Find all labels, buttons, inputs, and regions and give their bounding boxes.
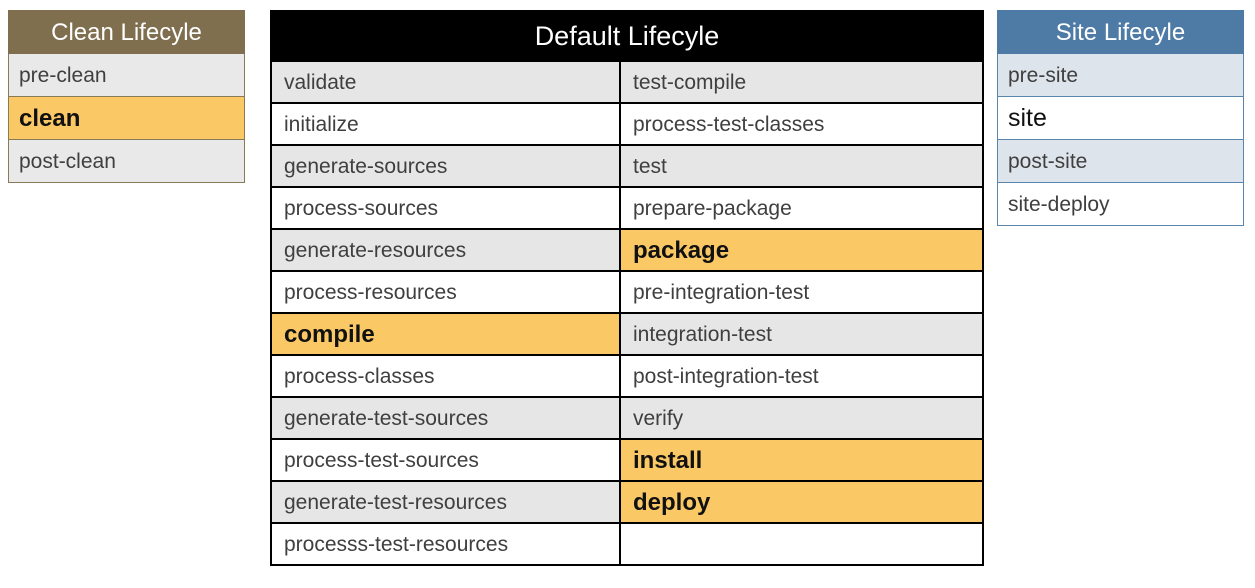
default-phase-process-resources[interactable]: process-resources (272, 270, 621, 312)
default-phase-generate-test-resources[interactable]: generate-test-resources (272, 480, 621, 522)
clean-lifecycle-title: Clean Lifecyle (8, 10, 245, 54)
default-phase-processs-test-resources[interactable]: processs-test-resources (272, 522, 621, 564)
default-phase-prepare-package[interactable]: prepare-package (621, 186, 982, 228)
default-phase-process-classes[interactable]: process-classes (272, 354, 621, 396)
clean-phase-pre-clean[interactable]: pre-clean (8, 54, 245, 97)
default-phase-compile[interactable]: compile (272, 312, 621, 354)
default-phase-process-test-classes[interactable]: process-test-classes (621, 102, 982, 144)
default-phase-generate-test-sources[interactable]: generate-test-sources (272, 396, 621, 438)
default-phase-empty (621, 522, 982, 564)
default-phase-process-sources[interactable]: process-sources (272, 186, 621, 228)
default-phase-generate-sources[interactable]: generate-sources (272, 144, 621, 186)
default-phase-test[interactable]: test (621, 144, 982, 186)
clean-phase-post-clean[interactable]: post-clean (8, 140, 245, 183)
default-phase-package[interactable]: package (621, 228, 982, 270)
site-lifecycle-title: Site Lifecyle (997, 10, 1244, 54)
default-lifecycle-title: Default Lifecyle (272, 12, 982, 60)
default-phase-verify[interactable]: verify (621, 396, 982, 438)
default-phase-post-integration-test[interactable]: post-integration-test (621, 354, 982, 396)
site-phase-site-deploy[interactable]: site-deploy (997, 183, 1244, 226)
default-phase-deploy[interactable]: deploy (621, 480, 982, 522)
default-phase-validate[interactable]: validate (272, 60, 621, 102)
site-phase-post-site[interactable]: post-site (997, 140, 1244, 183)
default-phase-install[interactable]: install (621, 438, 982, 480)
site-phase-site[interactable]: site (997, 97, 1244, 140)
default-phase-pre-integration-test[interactable]: pre-integration-test (621, 270, 982, 312)
default-phase-integration-test[interactable]: integration-test (621, 312, 982, 354)
default-phase-initialize[interactable]: initialize (272, 102, 621, 144)
clean-phase-clean[interactable]: clean (8, 97, 245, 140)
site-phase-pre-site[interactable]: pre-site (997, 54, 1244, 97)
default-phase-test-compile[interactable]: test-compile (621, 60, 982, 102)
default-phase-process-test-sources[interactable]: process-test-sources (272, 438, 621, 480)
default-phase-generate-resources[interactable]: generate-resources (272, 228, 621, 270)
